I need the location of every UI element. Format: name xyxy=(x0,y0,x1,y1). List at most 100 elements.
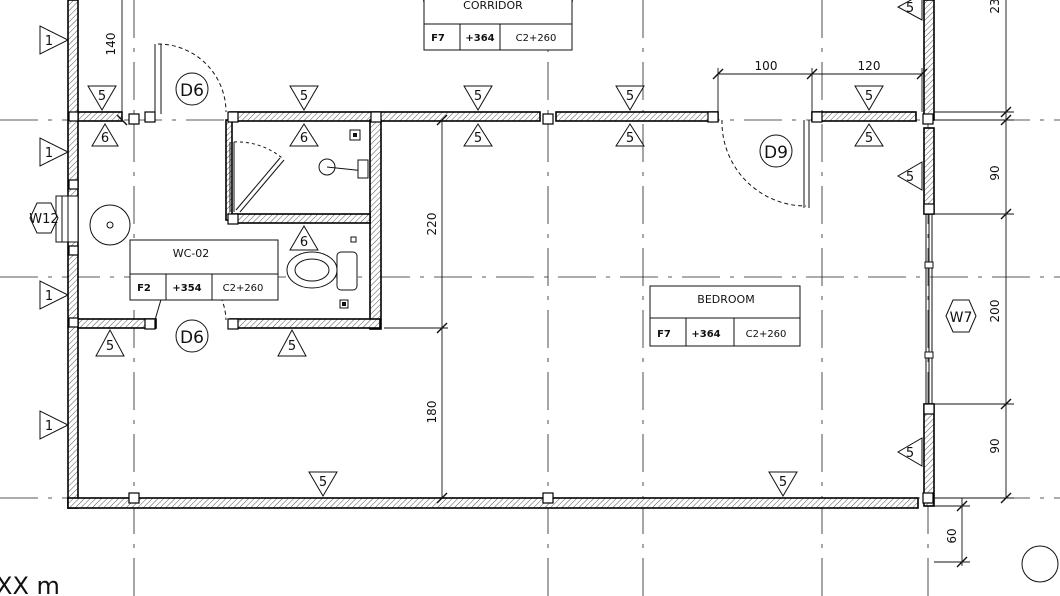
door-tag-d6-bottom: D6 xyxy=(175,319,209,353)
window-tag-w12-label: W12 xyxy=(29,212,58,227)
dim-180-label: 180 xyxy=(425,401,439,424)
door-d9-swing xyxy=(721,119,810,208)
wash-basin xyxy=(89,204,131,246)
wall-tag-label: 1 xyxy=(45,34,53,49)
wall-wc-south-2 xyxy=(229,318,381,329)
wall-tag-label: 5 xyxy=(906,1,914,16)
door-tag-d9: D9 xyxy=(759,134,793,168)
wall-tag-right-1: 1 xyxy=(39,280,70,310)
wall-bottom-exterior xyxy=(67,497,919,509)
room-wc-floor: F2 xyxy=(137,283,151,294)
wall-tag-right-1: 1 xyxy=(39,25,70,55)
door-tag-d6-top: D6 xyxy=(175,72,209,106)
wall-tag-label: 5 xyxy=(288,339,296,354)
wall-tag-up-6: 6 xyxy=(289,123,319,147)
wall-tag-up-5: 5 xyxy=(95,328,125,357)
wall-right-exterior-mid xyxy=(923,127,935,215)
dim-60-label: 60 xyxy=(945,528,959,543)
window-tag-w7: W7 xyxy=(945,299,977,333)
room-bedroom-level: +364 xyxy=(691,329,720,340)
wall-tag-down-5: 5 xyxy=(615,85,645,111)
wall-tag-up-6: 6 xyxy=(91,123,119,147)
wall-tag-up-6: 6 xyxy=(289,225,319,251)
room-tag-bedroom: BEDROOM F7 +364 C2+260 xyxy=(649,285,801,347)
room-corridor-level: +364 xyxy=(465,33,494,44)
wall-corridor-south-1 xyxy=(77,111,123,122)
dim-200-label: 200 xyxy=(988,300,1002,323)
dim-220-label: 220 xyxy=(425,213,439,236)
wall-tag-down-5: 5 xyxy=(463,85,493,111)
dimension-lines: 140 100 120 220 180 23 90 200 90 xyxy=(104,0,1014,568)
wall-tag-up-5: 5 xyxy=(463,123,493,147)
wall-corridor-south-3 xyxy=(555,111,719,122)
dim-120-label: 120 xyxy=(858,59,881,73)
wall-tag-left-5: 5 xyxy=(897,437,923,467)
door-tag-d6-top-label: D6 xyxy=(180,81,204,101)
toilet xyxy=(286,236,358,309)
wall-tag-right-1: 1 xyxy=(39,137,70,167)
walls xyxy=(67,0,935,509)
scale-caption: XX m xyxy=(0,572,60,596)
room-bedroom-floor: F7 xyxy=(657,329,671,340)
wall-tag-label: 6 xyxy=(300,235,308,250)
wall-tag-down-5: 5 xyxy=(854,85,884,111)
wall-tag-right-1: 1 xyxy=(39,410,70,440)
wall-wc-east xyxy=(369,119,382,330)
door-d6-top-swing xyxy=(154,43,227,114)
room-wc-ceiling: C2+260 xyxy=(223,283,264,294)
room-tag-corridor: CORRIDOR F7 +364 C2+260 xyxy=(423,0,573,51)
wall-tag-up-5: 5 xyxy=(615,123,645,147)
wall-shower-west xyxy=(225,119,233,221)
window-tag-w12: W12 xyxy=(29,202,59,234)
wall-tag-label: 1 xyxy=(45,146,53,161)
wall-tag-down-5: 5 xyxy=(308,471,338,497)
dim-90-bottom-label: 90 xyxy=(988,438,1002,453)
wall-tag-label: 5 xyxy=(865,131,873,146)
wall-wc-south-1 xyxy=(77,318,157,329)
wall-shower-south xyxy=(229,213,371,224)
wall-type-tags: 1 1 1 1 5 6 5 6 xyxy=(39,0,923,497)
room-corridor-floor: F7 xyxy=(431,33,445,44)
wall-right-exterior-low xyxy=(923,403,935,507)
wall-tag-label: 6 xyxy=(300,131,308,146)
shower-screen xyxy=(229,141,285,213)
wall-tag-label: 5 xyxy=(779,475,787,490)
window-w12-frame xyxy=(55,195,79,243)
wall-tag-label: 5 xyxy=(626,131,634,146)
wall-tag-label: 5 xyxy=(300,89,308,104)
shower-head xyxy=(318,129,369,179)
grid-bubble xyxy=(1021,545,1059,583)
dim-140-label: 140 xyxy=(104,33,118,56)
wall-right-exterior xyxy=(923,0,935,121)
wall-corridor-south-2 xyxy=(229,111,541,122)
wall-tag-left-5: 5 xyxy=(897,161,923,191)
dim-90-top-label: 90 xyxy=(988,165,1002,180)
room-bedroom-name: BEDROOM xyxy=(697,293,754,306)
wall-tag-label: 5 xyxy=(906,446,914,461)
room-wc-name: WC-02 xyxy=(173,247,210,260)
columns xyxy=(68,111,935,504)
wall-tag-label: 1 xyxy=(45,289,53,304)
wall-tag-label: 5 xyxy=(906,170,914,185)
wall-tag-down-5: 5 xyxy=(768,471,798,497)
wall-tag-down-5: 5 xyxy=(87,85,117,111)
wall-tag-left-5: 5 xyxy=(896,0,923,21)
window-tag-w7-label: W7 xyxy=(950,310,973,326)
wall-tag-up-5: 5 xyxy=(277,328,307,357)
room-corridor-name: CORRIDOR xyxy=(463,0,523,12)
wall-tag-label: 5 xyxy=(98,89,106,104)
wall-tag-label: 5 xyxy=(865,89,873,104)
wall-tag-label: 5 xyxy=(626,89,634,104)
room-corridor-ceiling: C2+260 xyxy=(516,33,557,44)
wall-tag-label: 5 xyxy=(474,131,482,146)
wall-tag-up-5: 5 xyxy=(854,123,884,147)
wall-tag-label: 5 xyxy=(106,339,114,354)
wall-tag-label: 5 xyxy=(319,475,327,490)
wall-tag-label: 1 xyxy=(45,419,53,434)
wall-tag-label: 6 xyxy=(101,131,109,146)
door-tag-d9-label: D9 xyxy=(764,143,788,163)
door-tag-d6-bottom-label: D6 xyxy=(180,328,204,348)
room-bedroom-ceiling: C2+260 xyxy=(746,329,787,340)
wall-tag-down-5: 5 xyxy=(289,85,319,111)
